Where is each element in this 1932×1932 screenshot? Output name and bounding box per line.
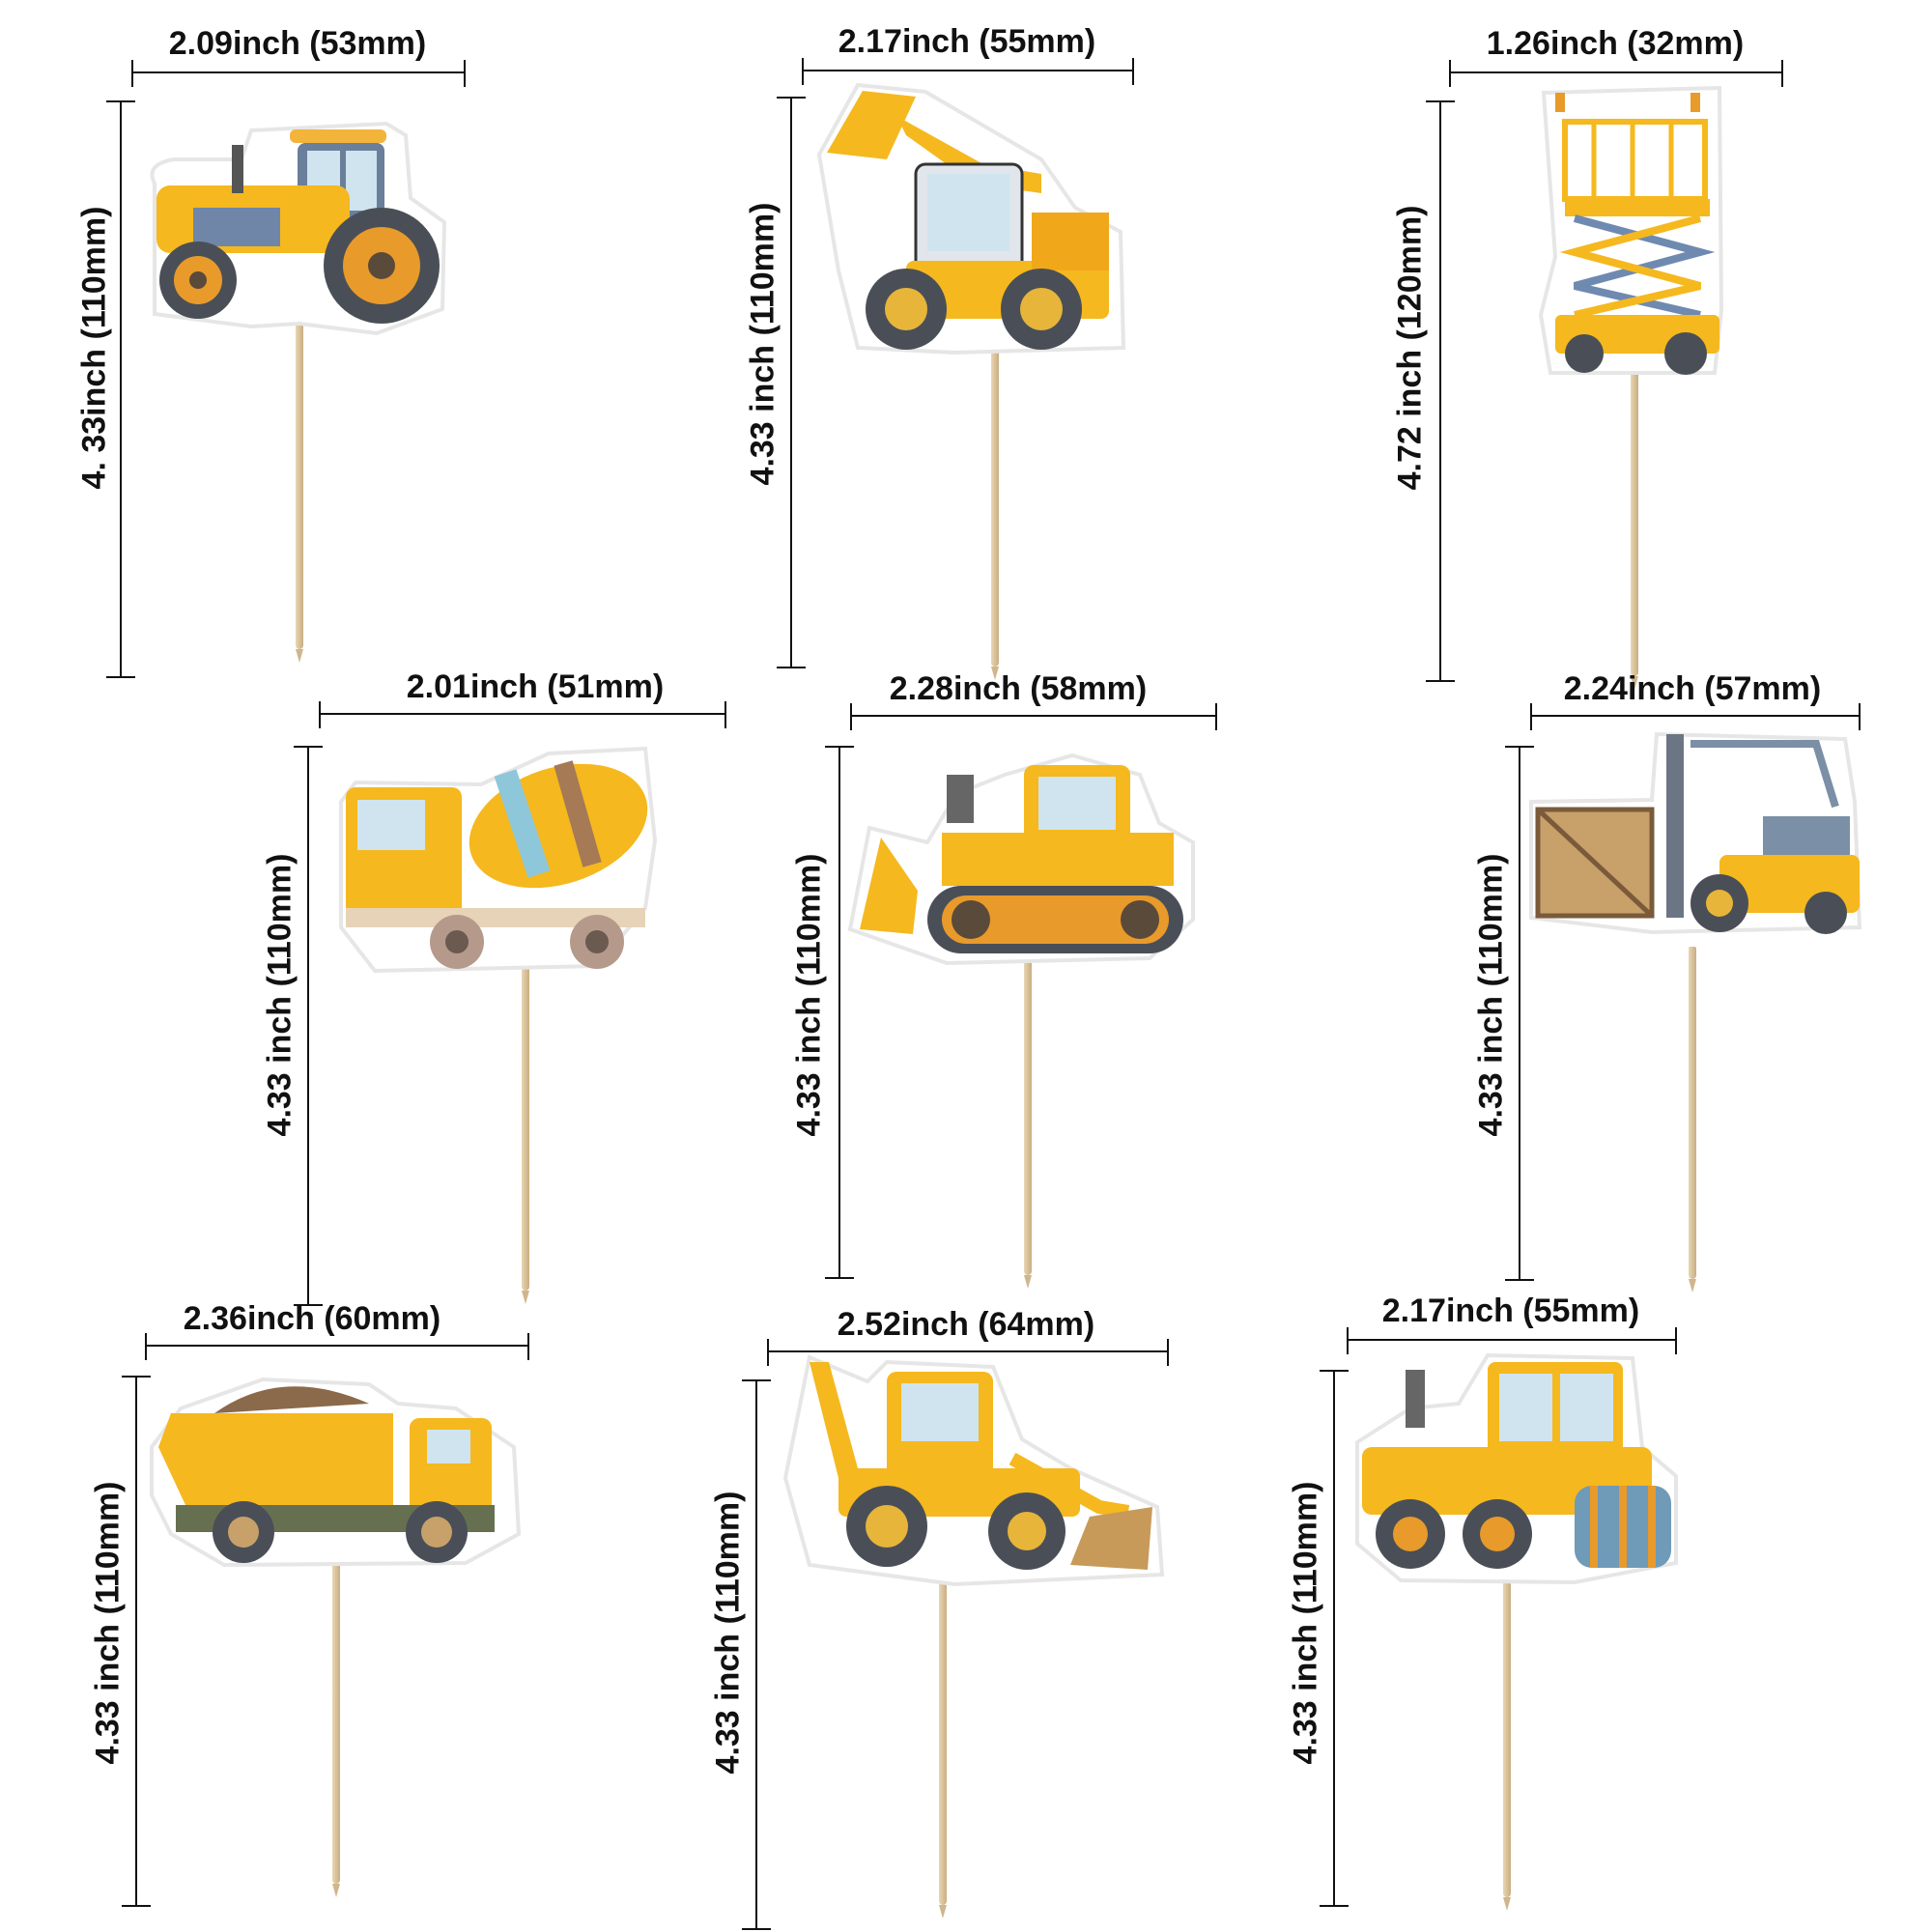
height-dimension-line xyxy=(825,746,854,1279)
height-dimension-line xyxy=(777,97,806,668)
width-dimension-line xyxy=(319,701,726,728)
height-label: 4.72 inch (120mm) xyxy=(1391,205,1429,491)
width-label: 2.09inch (53mm) xyxy=(168,25,427,62)
width-dimension-line xyxy=(850,703,1217,730)
wooden-stick xyxy=(1689,947,1696,1293)
wooden-stick xyxy=(991,348,999,680)
wooden-stick xyxy=(522,956,529,1304)
road-roller-illustration xyxy=(1355,1352,1678,1585)
wooden-stick xyxy=(939,1565,947,1918)
width-dimension-line xyxy=(767,1339,1169,1366)
height-dimension-line xyxy=(106,100,135,678)
tractor-illustration xyxy=(150,121,447,336)
width-dimension-line xyxy=(802,58,1134,85)
wooden-stick xyxy=(1503,1565,1511,1911)
height-label: 4.33 inch (110mm) xyxy=(261,853,298,1137)
height-label: 4.33 inch (110mm) xyxy=(1472,853,1510,1137)
width-label: 2.52inch (64mm) xyxy=(837,1306,1095,1343)
width-label: 2.28inch (58mm) xyxy=(889,670,1148,707)
width-dimension-line xyxy=(1449,60,1783,87)
height-dimension-line xyxy=(1320,1370,1349,1907)
wooden-stick xyxy=(1631,367,1638,690)
height-label: 4.33 inch (110mm) xyxy=(744,202,781,486)
width-label: 2.17inch (55mm) xyxy=(838,23,1096,60)
backhoe-loader-illustration xyxy=(782,1354,1165,1587)
wooden-stick xyxy=(1024,956,1032,1289)
height-label: 4.33 inch (110mm) xyxy=(89,1481,127,1765)
height-dimension-line xyxy=(122,1376,151,1907)
height-label: 4.33 inch (110mm) xyxy=(1287,1481,1324,1765)
width-label: 2.01inch (51mm) xyxy=(406,668,665,705)
forklift-illustration xyxy=(1529,731,1862,935)
cement-mixer-illustration xyxy=(339,746,658,974)
height-label: 4. 33inch (110mm) xyxy=(75,206,113,490)
width-dimension-line xyxy=(145,1333,529,1360)
width-label: 1.26inch (32mm) xyxy=(1486,25,1745,62)
height-dimension-line xyxy=(742,1379,771,1930)
height-dimension-line xyxy=(1426,100,1455,682)
dump-truck-illustration xyxy=(150,1377,522,1568)
wooden-stick xyxy=(296,309,303,663)
width-dimension-line xyxy=(1530,703,1861,730)
width-dimension-line xyxy=(1347,1327,1677,1354)
bulldozer-illustration xyxy=(847,753,1195,966)
height-label: 4.33 inch (110mm) xyxy=(790,853,828,1137)
width-label: 2.17inch (55mm) xyxy=(1381,1293,1640,1329)
skid-steer-loader-illustration xyxy=(816,82,1126,355)
wooden-stick xyxy=(332,1565,340,1897)
width-label: 2.36inch (60mm) xyxy=(183,1300,441,1337)
width-label: 2.24inch (57mm) xyxy=(1563,670,1822,707)
height-dimension-line xyxy=(294,746,323,1306)
height-dimension-line xyxy=(1505,746,1534,1281)
height-label: 4.33 inch (110mm) xyxy=(709,1491,747,1775)
width-dimension-line xyxy=(131,60,466,87)
scissor-lift-illustration xyxy=(1538,85,1724,375)
